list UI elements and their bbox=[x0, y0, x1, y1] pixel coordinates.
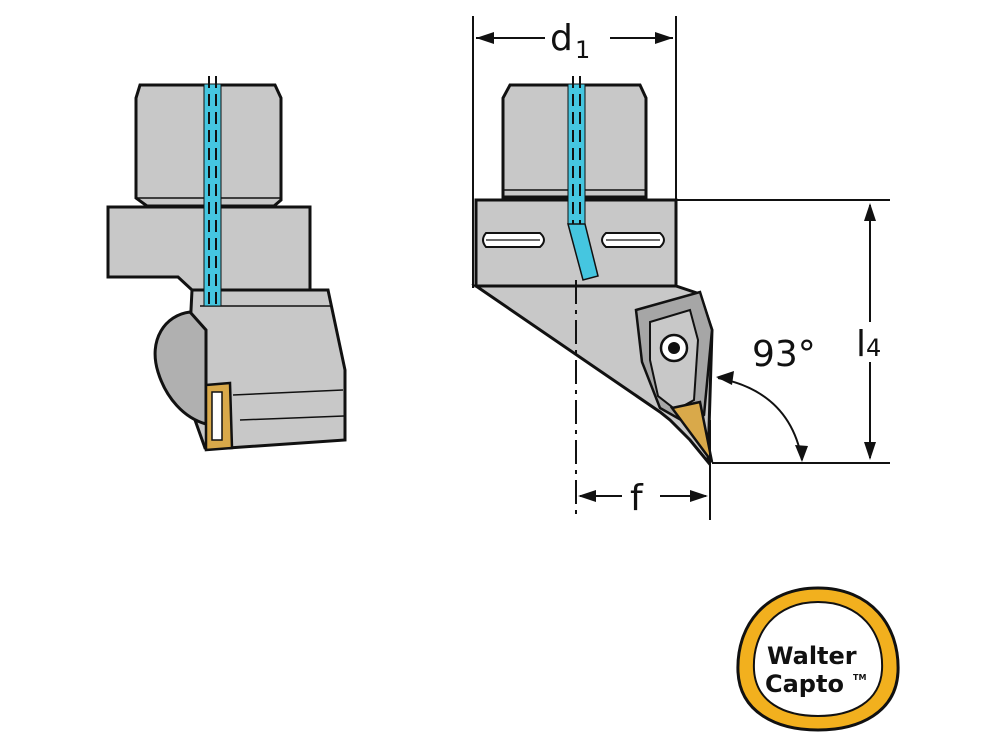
walter-capto-logo: Walter Capto TM bbox=[736, 586, 900, 732]
dim-d1-subscript: 1 bbox=[575, 36, 590, 64]
dim-l4-subscript: 4 bbox=[866, 334, 881, 362]
dim-d1-label: d bbox=[550, 18, 573, 59]
logo-capto-text: Capto bbox=[765, 670, 844, 698]
side-view bbox=[106, 76, 347, 452]
logo-walter-text: Walter bbox=[767, 642, 857, 670]
arrowheads bbox=[476, 32, 876, 502]
dim-l4-label: l bbox=[856, 324, 866, 365]
dim-angle-label: 93° bbox=[752, 334, 816, 375]
top-view bbox=[471, 76, 714, 520]
top-coolant-channel bbox=[567, 83, 586, 225]
top-insert bbox=[669, 400, 714, 463]
side-coolant-channel bbox=[203, 83, 222, 307]
logo-tm-text: TM bbox=[853, 673, 866, 682]
dim-f-label: f bbox=[630, 478, 644, 519]
side-clamp bbox=[153, 310, 208, 426]
